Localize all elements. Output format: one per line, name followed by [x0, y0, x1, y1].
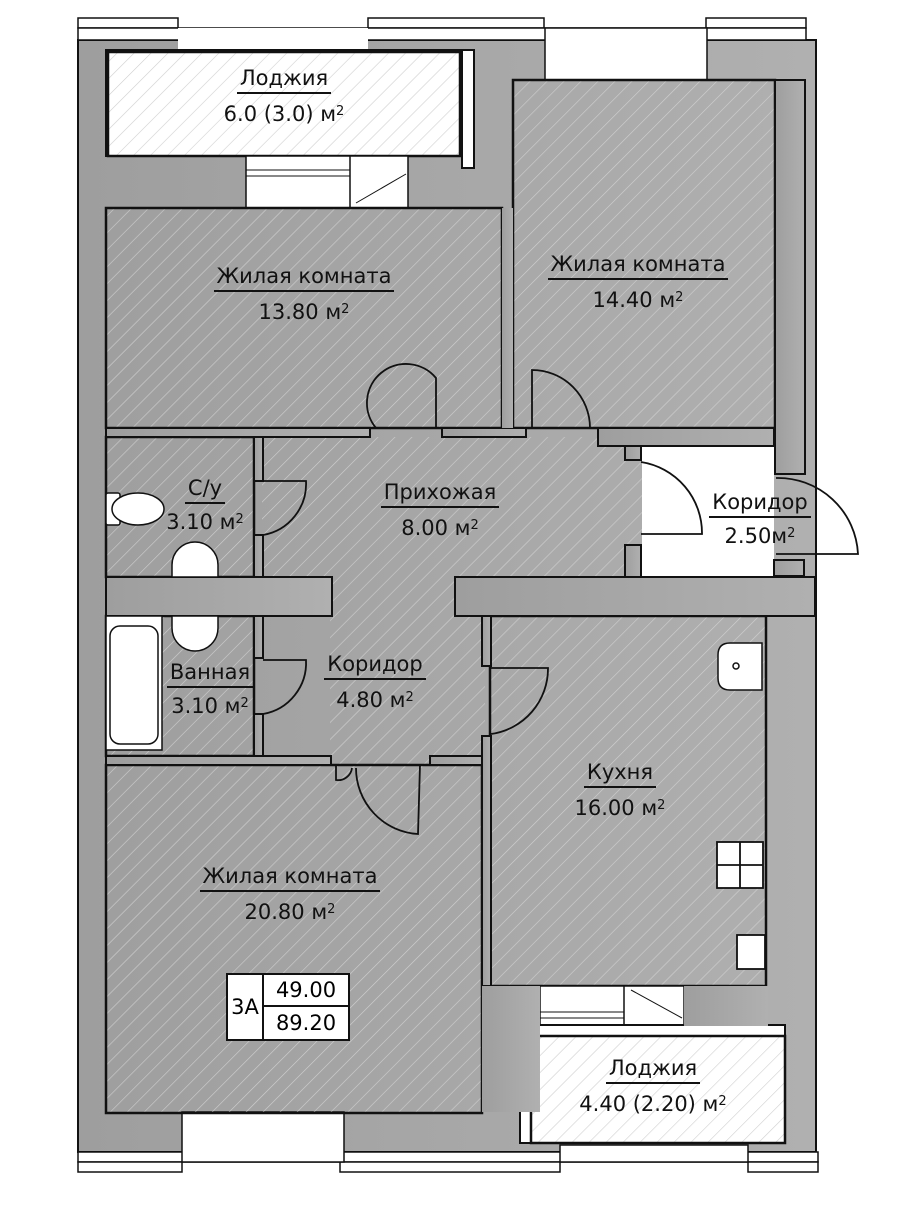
room-label-loggia-top: Лоджия 6.0 (3.0) м2 — [223, 66, 345, 126]
apartment-stamp: 3А 49.00 89.20 — [226, 973, 350, 1041]
wc-sink-icon — [171, 541, 219, 578]
doors — [262, 363, 859, 835]
top-windows — [77, 17, 807, 81]
bath-sink-icon — [171, 615, 219, 652]
interior-walls — [105, 79, 816, 1112]
toilet-icon — [105, 492, 165, 526]
room-label-living-room-2: Жилая комната 14.40 м2 — [513, 252, 763, 312]
fridge-icon — [736, 934, 766, 970]
room-label-hallway: Прихожая 8.00 м2 — [360, 480, 520, 540]
room-label-living-room-3: Жилая комната 20.80 м2 — [150, 864, 430, 924]
stove-icon — [716, 841, 764, 889]
apartment-type-code: 3А — [228, 975, 264, 1039]
room-label-living-room-1: Жилая комната 13.80 м2 — [106, 264, 502, 324]
room-label-wc: С/у 3.10 м2 — [166, 476, 244, 534]
room-label-kitchen: Кухня 16.00 м2 — [574, 760, 666, 820]
bathtub-icon — [105, 615, 163, 751]
living-area-total: 49.00 — [264, 975, 348, 1007]
room-label-bathroom: Ванная 3.10 м2 — [158, 660, 262, 718]
bottom-windows — [77, 1111, 819, 1173]
room-label-loggia-bottom: Лоджия 4.40 (2.20) м2 — [579, 1056, 727, 1116]
room-label-corridor-small: Коридор 2.50м2 — [700, 490, 820, 548]
room-label-corridor: Коридор 4.80 м2 — [310, 652, 440, 712]
kitchen-sink-icon — [717, 642, 763, 691]
total-area: 89.20 — [275, 1011, 337, 1035]
